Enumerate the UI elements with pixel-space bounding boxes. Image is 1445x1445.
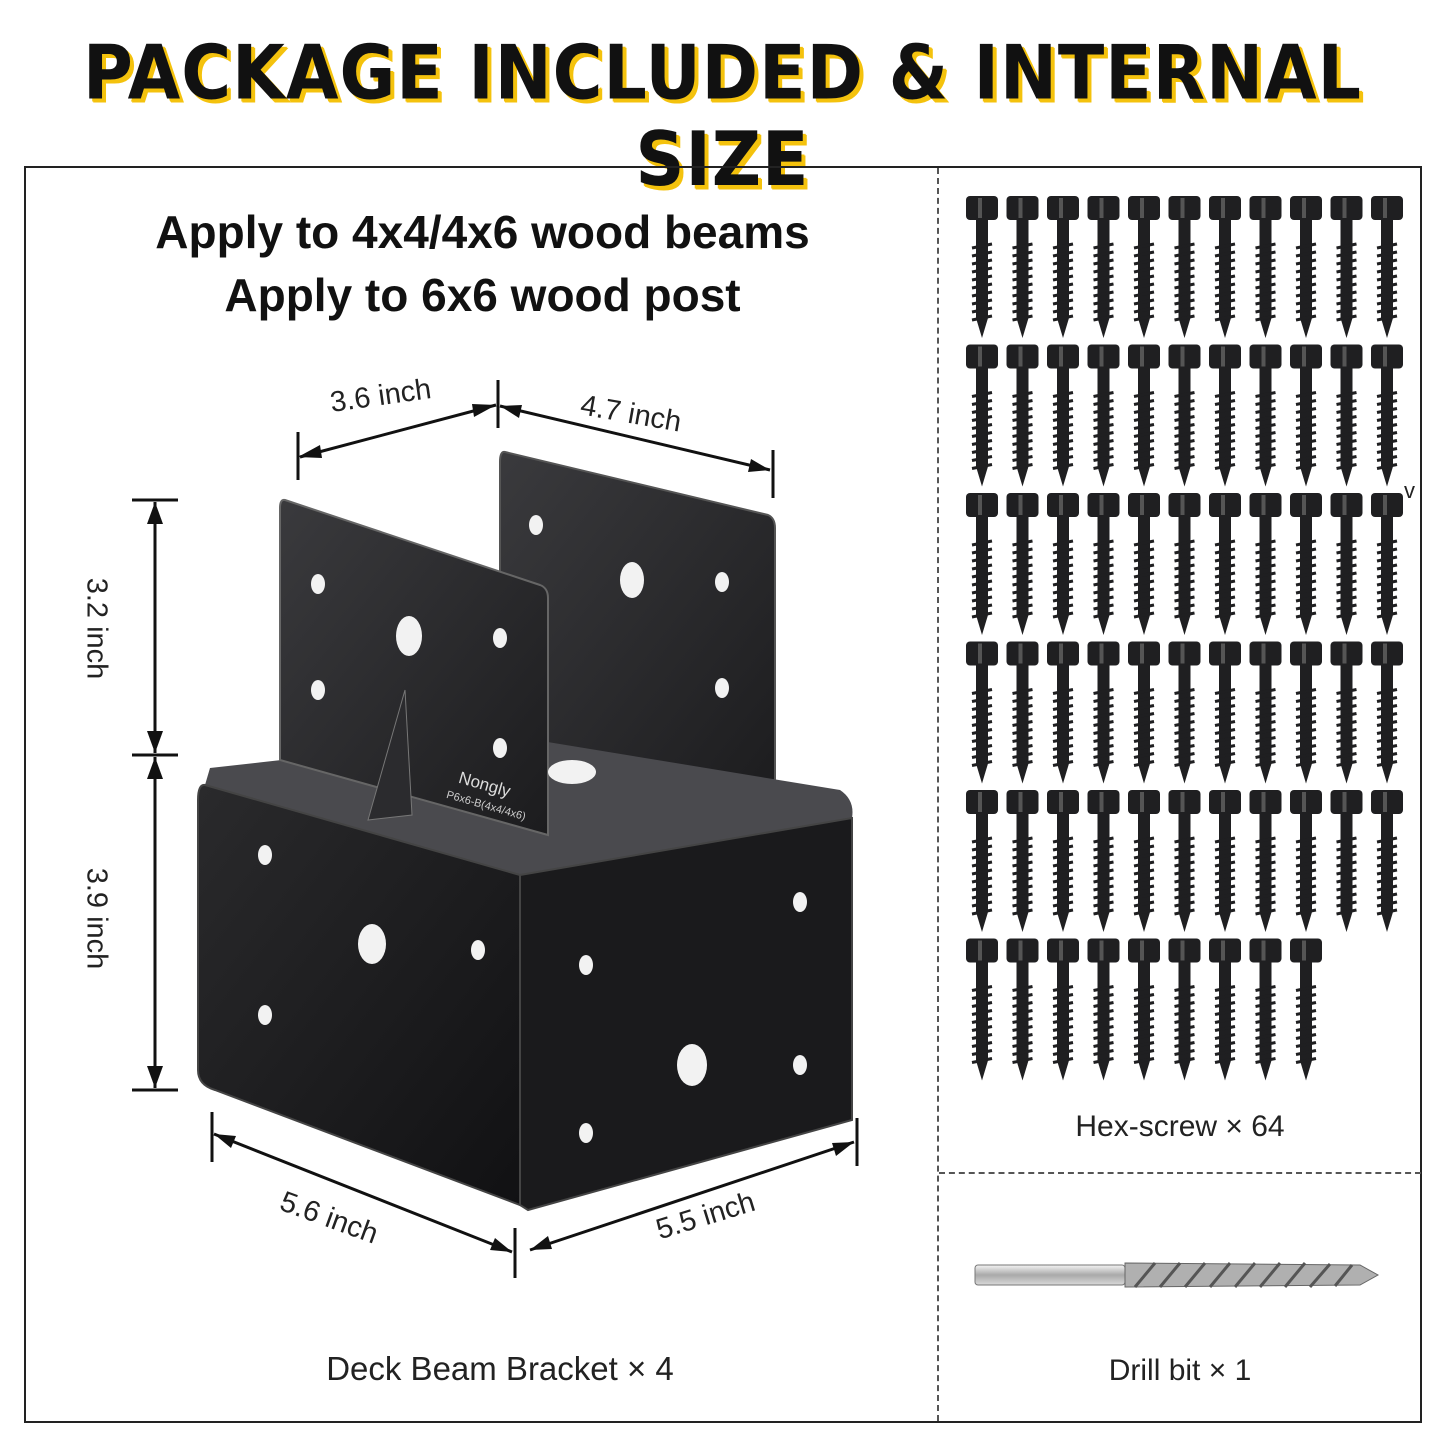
hex-screw — [1371, 344, 1403, 487]
hex-screw — [1330, 196, 1363, 338]
hex-screw — [1209, 196, 1241, 338]
hex-screw — [1006, 344, 1039, 487]
hex-screw — [1047, 493, 1079, 635]
hex-screw — [1330, 344, 1363, 487]
hex-screw — [1006, 938, 1039, 1081]
hex-screw — [1371, 493, 1403, 635]
base-right-face — [519, 816, 853, 1212]
hex-screw — [1128, 938, 1160, 1081]
hex-screw — [1249, 196, 1282, 338]
hex-screw — [1128, 344, 1160, 487]
hex-screw — [1168, 196, 1201, 338]
hex-screw — [1249, 641, 1282, 784]
base-left-face — [197, 783, 521, 1207]
hex-screw — [1290, 938, 1322, 1081]
hex-screw — [966, 493, 998, 635]
hex-screw — [1290, 641, 1322, 784]
hex-screw — [1209, 493, 1241, 635]
vertical-divider — [937, 168, 939, 1421]
hex-screw — [966, 196, 998, 338]
hex-screw — [1290, 344, 1322, 487]
hex-screw — [1047, 641, 1079, 784]
apply-line-beams: Apply to 4x4/4x6 wood beams — [155, 206, 810, 258]
hex-screw — [1047, 344, 1079, 487]
hex-screw — [1330, 790, 1363, 932]
hex-screw — [1087, 344, 1120, 487]
horizontal-divider — [939, 1172, 1421, 1174]
page-title: PACKAGE INCLUDED & INTERNAL SIZE — [83, 30, 1362, 204]
hex-screw — [1047, 938, 1079, 1081]
hex-screw — [1249, 790, 1282, 932]
hex-screw — [1006, 493, 1039, 635]
hex-screw — [1209, 790, 1241, 932]
hex-screw — [1249, 938, 1282, 1081]
hex-screw — [1047, 790, 1079, 932]
hex-screw — [1330, 641, 1363, 784]
hex-screw — [966, 790, 998, 932]
hex-screw — [1168, 790, 1201, 932]
hex-screw — [1047, 196, 1079, 338]
package-frame — [24, 166, 1422, 1423]
hex-screw — [1290, 790, 1322, 932]
hex-screw — [966, 938, 998, 1081]
hex-screw — [1128, 641, 1160, 784]
hex-screw — [1128, 790, 1160, 932]
hex-screw — [1168, 641, 1201, 784]
hex-screw — [966, 344, 998, 487]
hex-screw — [1006, 790, 1039, 932]
hex-screw — [1087, 196, 1120, 338]
hex-screw — [1168, 493, 1201, 635]
drill-caption: Drill bit × 1 — [1108, 1354, 1252, 1387]
hex-screw — [1128, 493, 1160, 635]
hex-screw — [1087, 938, 1120, 1081]
hex-screw — [966, 641, 998, 784]
hex-screw — [1209, 641, 1241, 784]
hex-screw — [1249, 493, 1282, 635]
front-plate — [279, 498, 549, 837]
hex-screw — [1087, 641, 1120, 784]
hex-screw — [1087, 790, 1120, 932]
hex-screw — [1006, 196, 1039, 338]
hex-screw — [1168, 938, 1201, 1081]
hex-screw — [1371, 790, 1403, 932]
screws-caption: Hex-screw × 64 — [1075, 1110, 1285, 1143]
hex-screw — [1087, 493, 1120, 635]
hex-screw — [1006, 641, 1039, 784]
stray-mark: v — [1404, 478, 1415, 503]
hex-screw — [1290, 196, 1322, 338]
hex-screw — [1128, 196, 1160, 338]
hex-screw — [1209, 344, 1241, 487]
hex-screw — [1209, 938, 1241, 1081]
hex-screw — [1249, 344, 1282, 487]
hex-screw — [1168, 344, 1201, 487]
hex-screw — [1330, 493, 1363, 635]
apply-line-post: Apply to 6x6 wood post — [224, 269, 741, 321]
bracket-caption: Deck Beam Bracket × 4 — [326, 1350, 674, 1387]
hex-screw — [1290, 493, 1322, 635]
hex-screw — [1371, 196, 1403, 338]
hex-screw — [1371, 641, 1403, 784]
